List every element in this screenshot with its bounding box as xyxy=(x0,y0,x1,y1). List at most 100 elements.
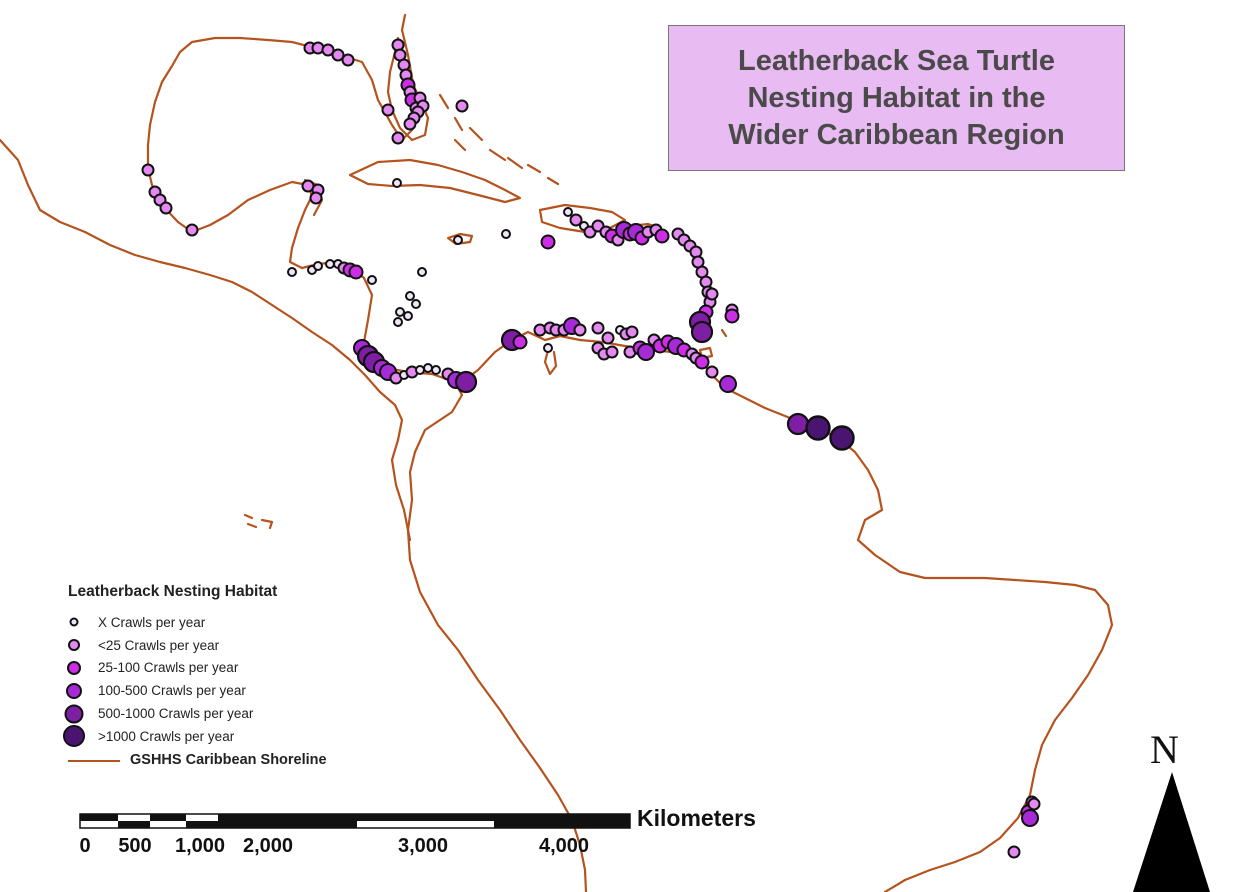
scale-tick-label: 0 xyxy=(79,835,91,857)
nesting-site-marker xyxy=(423,363,433,373)
nesting-site-marker xyxy=(719,375,737,393)
nesting-site-marker xyxy=(348,264,364,280)
scale-bar-segment xyxy=(218,814,357,828)
nesting-site-marker xyxy=(453,235,463,245)
nesting-site-marker xyxy=(381,103,395,117)
scale-tick-label: 2,000 xyxy=(242,835,294,857)
nesting-site-marker xyxy=(411,299,421,309)
nesting-site-marker xyxy=(309,191,323,205)
map-title-line: Wider Caribbean Region xyxy=(728,118,1065,151)
legend-entry-label: 500-1000 Crawls per year xyxy=(98,706,254,722)
nesting-site-marker xyxy=(1021,809,1039,827)
nesting-site-marker xyxy=(331,48,345,62)
nesting-site-marker xyxy=(341,53,355,67)
map-title: Leatherback Sea Turtle Nesting Habitat i… xyxy=(668,25,1125,171)
nest-class-circle-icon xyxy=(68,639,80,652)
legend-entry: 500-1000 Crawls per year xyxy=(64,702,408,725)
shoreline-south-caribbean xyxy=(460,330,1114,892)
legend-entry: >1000 Crawls per year xyxy=(63,725,408,748)
nesting-site-marker xyxy=(625,325,639,339)
nesting-site-marker xyxy=(724,308,740,324)
nesting-site-marker xyxy=(454,370,478,394)
nesting-site-marker xyxy=(395,307,405,317)
scale-tick-label: 4,000 xyxy=(538,835,590,857)
nest-class-circle-icon xyxy=(67,660,81,675)
nesting-site-marker xyxy=(415,365,425,375)
legend-shoreline-entry: GSHHS Caribbean Shoreline xyxy=(68,750,408,772)
nesting-site-marker xyxy=(431,365,441,375)
legend-entry: 25-100 Crawls per year xyxy=(67,657,408,680)
nesting-site-marker xyxy=(403,311,413,321)
nesting-site-marker xyxy=(393,317,403,327)
shoreline-bahamas xyxy=(438,93,560,186)
nesting-site-marker xyxy=(392,178,402,188)
nesting-site-marker xyxy=(694,354,710,370)
scale-bar-segment xyxy=(186,821,218,828)
nesting-site-marker xyxy=(185,223,199,237)
legend-title: Leatherback Nesting Habitat xyxy=(68,583,278,600)
nesting-site-marker xyxy=(1027,797,1041,811)
legend-entry: X Crawls per year xyxy=(68,611,408,634)
nesting-site-marker xyxy=(573,323,587,337)
nesting-site-marker xyxy=(287,267,297,277)
north-arrow-icon xyxy=(1133,772,1210,892)
scale-bar-segment xyxy=(357,814,494,821)
scale-tick-label: 3,000 xyxy=(397,835,449,857)
shoreline-maracaibo xyxy=(543,348,558,376)
nesting-site-marker xyxy=(403,117,417,131)
legend-entry-label: 100-500 Crawls per year xyxy=(98,683,246,699)
nesting-site-marker xyxy=(313,261,323,271)
shoreline-line-icon xyxy=(68,759,120,762)
legend: Leatherback Nesting Habitat X Crawls per… xyxy=(63,583,408,772)
nesting-site-marker xyxy=(705,287,719,301)
legend-entry: 100-500 Crawls per year xyxy=(66,679,408,702)
north-label: N xyxy=(1150,727,1179,772)
nesting-site-marker xyxy=(591,321,605,335)
nesting-site-marker xyxy=(417,267,427,277)
shoreline-cuba xyxy=(348,158,522,204)
scale-unit-label: Kilometers xyxy=(637,805,756,831)
scale-bar xyxy=(79,813,631,829)
nesting-site-marker xyxy=(690,320,714,344)
nesting-site-marker xyxy=(1007,845,1021,859)
scale-bar-segment xyxy=(80,814,118,821)
nesting-site-marker xyxy=(501,229,511,239)
nesting-site-marker xyxy=(829,425,855,451)
nesting-site-marker xyxy=(805,415,831,441)
nesting-site-marker xyxy=(391,131,405,145)
scale-bar-segment xyxy=(118,821,150,828)
nesting-site-marker xyxy=(141,163,155,177)
nesting-site-marker xyxy=(405,291,415,301)
legend-entry-label: 25-100 Crawls per year xyxy=(98,660,239,676)
legend-entry-label: <25 Crawls per year xyxy=(98,637,220,653)
nest-class-circle-icon xyxy=(64,704,84,724)
scale-tick-label: 1,000 xyxy=(174,835,226,857)
nesting-site-marker xyxy=(325,259,335,269)
map-title-line: Leatherback Sea Turtle xyxy=(738,44,1055,77)
nesting-site-marker xyxy=(455,99,469,113)
nesting-site-marker xyxy=(705,365,719,379)
legend-entry-label: >1000 Crawls per year xyxy=(98,728,235,744)
scale-bar-segment xyxy=(494,814,630,828)
scale-bar-segment xyxy=(150,814,186,821)
nesting-site-marker xyxy=(601,331,615,345)
nest-class-circle-icon xyxy=(63,725,85,748)
nest-class-circle-icon xyxy=(66,682,82,699)
nesting-site-marker xyxy=(543,343,553,353)
nesting-site-marker xyxy=(569,213,583,227)
legend-entry: <25 Crawls per year xyxy=(68,634,408,657)
legend-entry-label: X Crawls per year xyxy=(98,614,206,630)
legend-classes: X Crawls per year <25 Crawls per year 25-1… xyxy=(63,611,408,748)
shoreline-gulf-pacific xyxy=(146,13,588,892)
nesting-site-marker xyxy=(512,334,528,350)
nesting-site-marker xyxy=(654,228,670,244)
nesting-site-marker xyxy=(159,201,173,215)
nesting-site-marker xyxy=(367,275,377,285)
nesting-site-marker xyxy=(605,345,619,359)
map-title-line: Nesting Habitat in the xyxy=(747,81,1046,114)
nesting-sites-layer xyxy=(141,38,1041,859)
nesting-site-marker xyxy=(637,343,655,361)
nesting-site-marker xyxy=(321,43,335,57)
